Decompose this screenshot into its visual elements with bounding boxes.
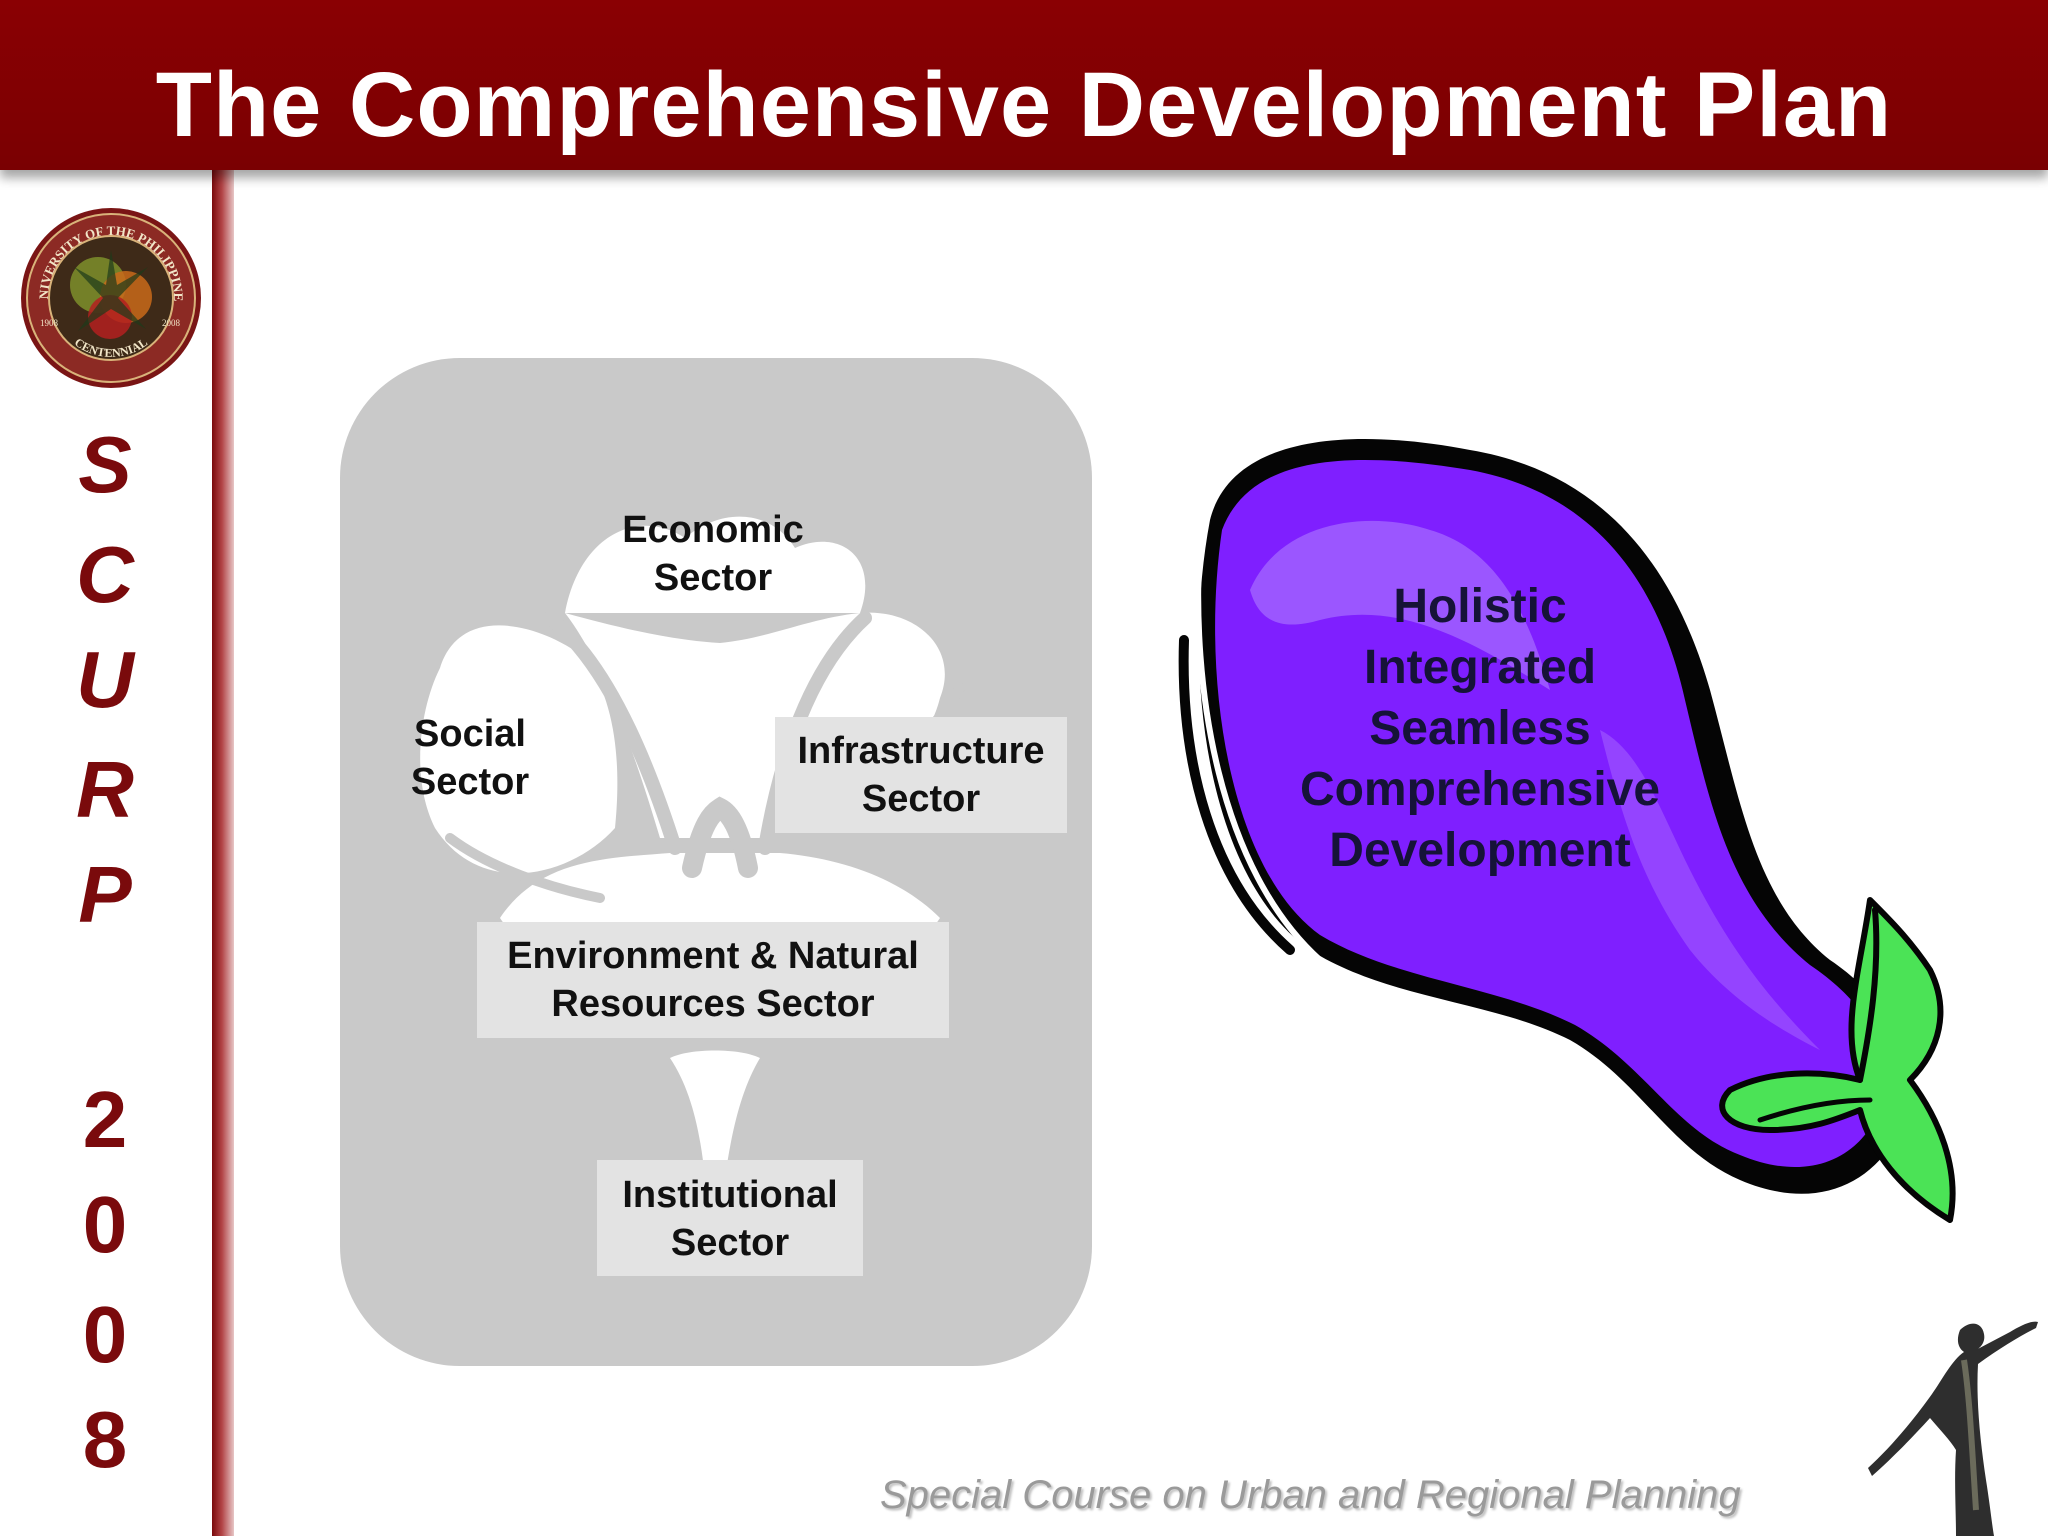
footer-course-name: Special Course on Urban and Regional Pla…	[880, 1473, 1741, 1517]
eggplant-line: Integrated	[1363, 641, 1597, 694]
slide-title: The Comprehensive Development Plan	[155, 54, 1893, 156]
title-bar	[0, 0, 2048, 170]
sidebar-year-digit: 2	[82, 1075, 128, 1164]
eggplant-line: Seamless	[1369, 702, 1591, 755]
sidebar-year-digit: 8	[82, 1395, 128, 1484]
eggplant-illustration	[1178, 438, 1956, 1223]
environment-sector-label: Environment & Natural Resources Sector	[477, 922, 949, 1038]
sidebar-letter: R	[76, 745, 134, 834]
university-seal-logo: UNIVERSITY OF THE PHILIPPINES CENTENNIAL…	[18, 205, 201, 388]
economic-sector-label: Economic Sector	[622, 509, 804, 599]
infrastructure-sector-label: Infrastructure Sector	[775, 717, 1067, 833]
sidebar-divider	[212, 170, 234, 1536]
logo-left-year: 1908	[40, 318, 59, 328]
eggplant-line: Holistic	[1393, 580, 1567, 633]
sidebar-year-digit: 0	[82, 1290, 128, 1379]
sidebar-year-digit: 0	[82, 1180, 128, 1269]
eggplant-text-block: Holistic Integrated Seamless Comprehensi…	[1210, 576, 1750, 881]
sidebar-letter: U	[76, 635, 134, 724]
logo-right-year: 2008	[162, 318, 181, 328]
sidebar-letter: C	[76, 530, 134, 619]
eggplant-line: Development	[1329, 824, 1631, 877]
social-sector-label: Social Sector	[410, 713, 530, 803]
sidebar-letter: P	[78, 850, 132, 939]
oblation-statue-image	[1868, 1321, 2038, 1536]
institutional-sector-label: Institutional Sector	[597, 1160, 863, 1276]
sidebar-letter: S	[78, 420, 132, 509]
eggplant-line: Comprehensive	[1299, 763, 1661, 816]
